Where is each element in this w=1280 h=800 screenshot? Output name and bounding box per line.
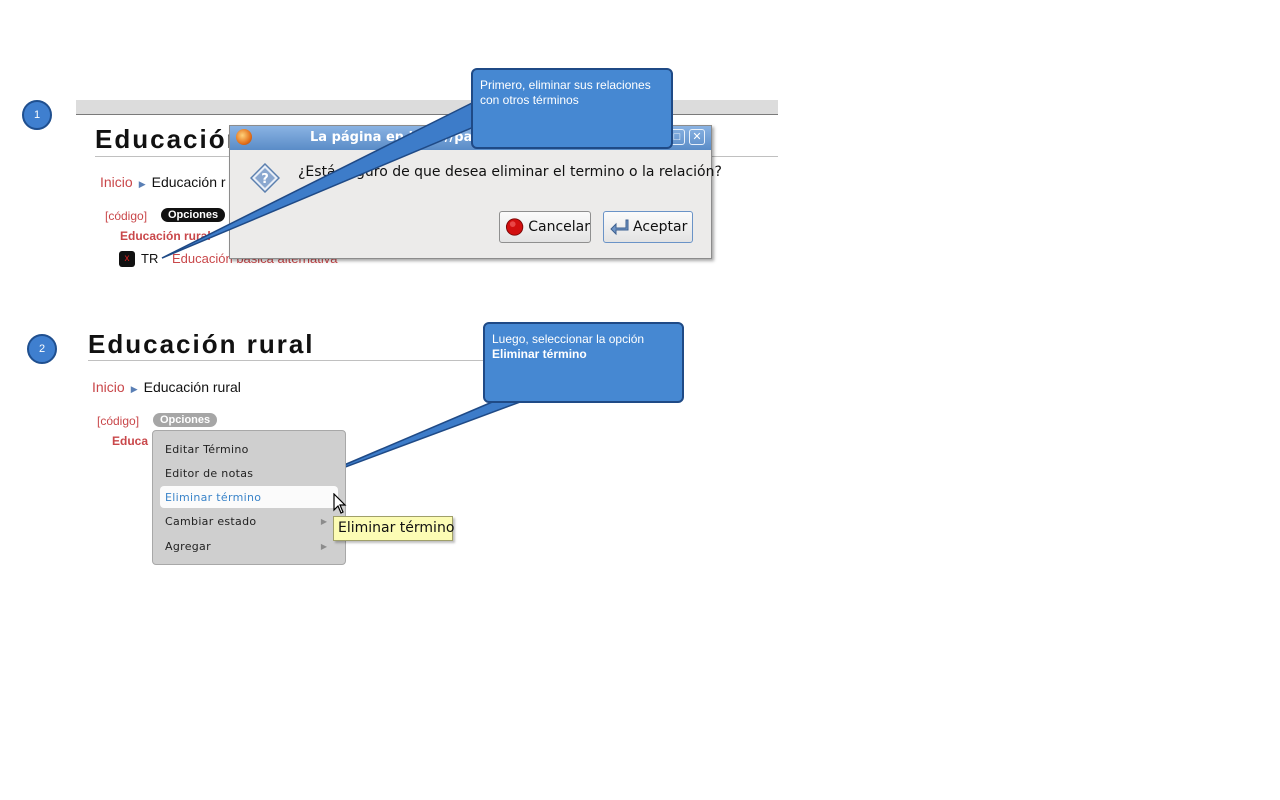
title-divider-2	[88, 360, 488, 361]
callout-2: Luego, seleccionar la opción Eliminar té…	[483, 322, 684, 403]
menu-item-agregar[interactable]: Agregar	[165, 540, 211, 553]
accept-button[interactable]: Aceptar	[603, 211, 693, 243]
relation-type-label: TR	[141, 251, 159, 266]
menu-highlight	[160, 486, 338, 508]
menu-item-cambiar-estado[interactable]: Cambiar estado	[165, 515, 257, 528]
cancel-button[interactable]: Cancelar	[499, 211, 591, 243]
breadcrumb-home-link[interactable]: Inicio	[100, 174, 133, 190]
menu-item-eliminar-termino[interactable]: Eliminar término	[165, 491, 262, 504]
callout-2-text: Luego, seleccionar la opción	[492, 332, 645, 346]
svg-text:?: ?	[261, 172, 269, 187]
breadcrumb-2: Inicio ▶ Educación rural	[92, 379, 241, 395]
term-name: Educación rural	[120, 229, 211, 243]
close-icon[interactable]: ✕	[689, 129, 705, 145]
tooltip: Eliminar término	[333, 516, 454, 541]
question-icon: ?	[250, 163, 280, 193]
page-title-2: Educación rural	[88, 329, 315, 359]
page-title: Educación	[95, 124, 245, 154]
step-1-badge: 1	[22, 100, 52, 130]
code-link-2[interactable]: [código]	[97, 414, 140, 428]
step-2-badge: 2	[27, 334, 57, 364]
menu-item-editor-de-notas[interactable]: Editor de notas	[165, 467, 254, 480]
accept-button-label: Aceptar	[633, 219, 688, 235]
callout-1: Primero, eliminar sus relaciones con otr…	[471, 68, 673, 149]
submenu-arrow-icon: ▶	[320, 542, 327, 551]
firefox-icon	[236, 129, 252, 145]
cancel-button-label: Cancelar	[528, 219, 590, 235]
callout-1-text: Primero, eliminar sus relaciones con otr…	[480, 78, 651, 107]
enter-arrow-icon	[610, 219, 629, 236]
breadcrumb-separator-icon: ▶	[138, 179, 146, 189]
options-button[interactable]: Opciones	[161, 208, 226, 222]
delete-x-icon[interactable]: x	[119, 251, 135, 267]
options-button-2[interactable]: Opciones	[153, 413, 218, 427]
breadcrumb-separator-icon-2: ▶	[130, 384, 138, 394]
callout-1-pointer	[161, 99, 502, 259]
code-link[interactable]: [código]	[105, 209, 148, 223]
submenu-arrow-icon: ▶	[320, 517, 327, 526]
stop-icon	[505, 218, 524, 236]
menu-item-editar-termino[interactable]: Editar Término	[165, 443, 249, 456]
dialog-message: ¿Está seguro de que desea eliminar el te…	[298, 164, 722, 180]
breadcrumb-current-2: Educación rural	[143, 379, 241, 395]
breadcrumb-home-link-2[interactable]: Inicio	[92, 379, 125, 395]
breadcrumb-current: Educación r	[151, 174, 226, 190]
term-name-2: Educa	[112, 434, 149, 448]
options-menu: Editar Término Editor de notas Eliminar …	[152, 430, 346, 565]
mouse-cursor-icon	[333, 493, 347, 514]
breadcrumb: Inicio ▶ Educación r	[100, 174, 226, 190]
callout-2-bold: Eliminar término	[492, 347, 587, 361]
